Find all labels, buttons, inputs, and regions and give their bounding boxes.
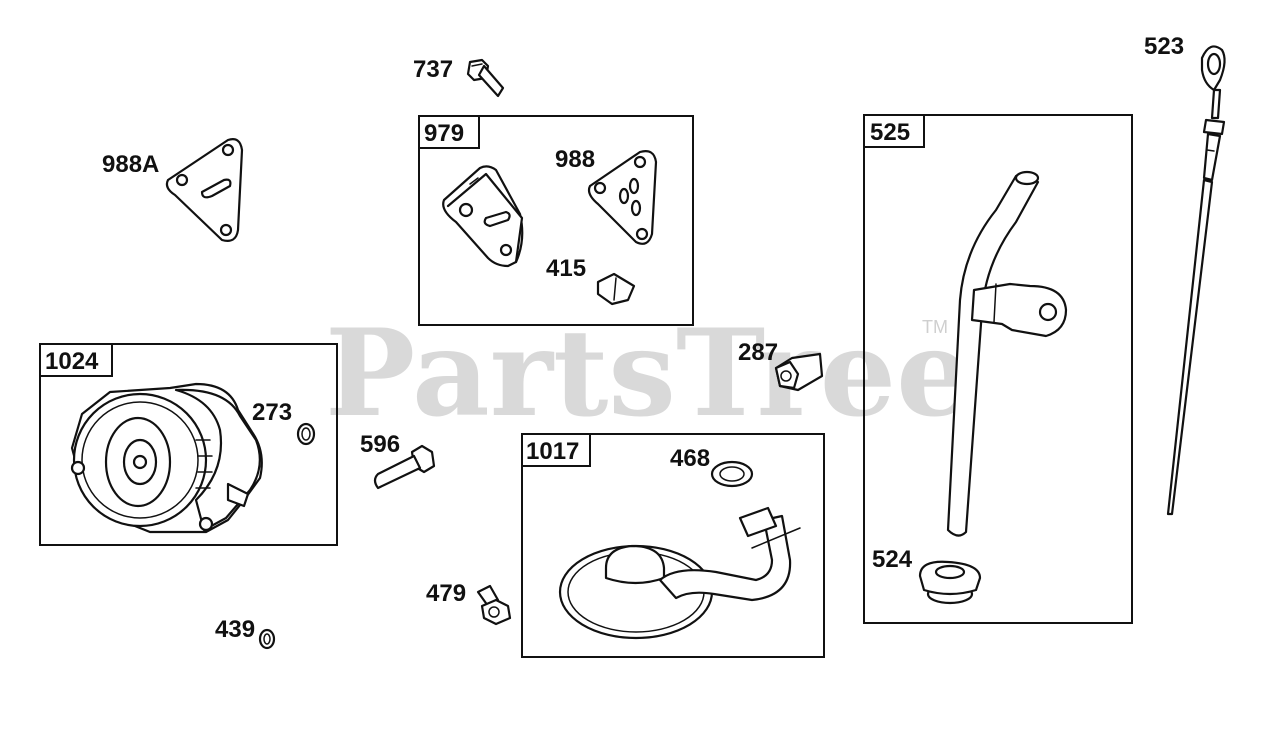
part-988-gasket[interactable] — [587, 150, 658, 245]
label-979: 979 — [424, 120, 464, 147]
part-988a-gasket[interactable] — [165, 138, 244, 242]
watermark-trademark: TM — [922, 317, 948, 337]
label-988a: 988A — [102, 151, 159, 178]
label-525: 525 — [870, 119, 910, 146]
box-979-tag — [418, 115, 480, 149]
box-1017 — [521, 433, 825, 658]
part-468-gasket[interactable] — [710, 460, 754, 488]
box-525-tag — [863, 114, 925, 148]
box-525 — [863, 114, 1133, 624]
label-1024: 1024 — [45, 348, 99, 375]
label-415: 415 — [546, 255, 586, 282]
box-979 — [418, 115, 694, 326]
part-287-nut[interactable] — [774, 352, 824, 392]
label-523: 523 — [1144, 33, 1184, 60]
box-1017-tag — [521, 433, 591, 467]
part-439-o-ring[interactable] — [258, 628, 276, 650]
label-273: 273 — [252, 399, 292, 426]
label-479: 479 — [426, 580, 466, 607]
label-287: 287 — [738, 339, 778, 366]
part-524-grommet[interactable] — [918, 560, 982, 605]
label-596: 596 — [360, 431, 400, 458]
part-1017-oil-pickup[interactable] — [558, 506, 801, 640]
part-525-dipstick-tube[interactable] — [946, 170, 1068, 537]
part-596-bolt[interactable] — [373, 444, 436, 490]
box-1024-tag — [39, 343, 113, 377]
part-737-bolt[interactable] — [466, 58, 505, 98]
part-523-dipstick[interactable] — [1166, 45, 1226, 516]
part-273-o-ring[interactable] — [296, 422, 316, 446]
part-479-bolt[interactable] — [476, 584, 512, 626]
part-979-adapter[interactable] — [442, 165, 524, 268]
label-1017: 1017 — [526, 438, 579, 465]
label-468: 468 — [670, 445, 710, 472]
part-1024-oil-pump[interactable] — [70, 382, 263, 534]
label-524: 524 — [872, 546, 913, 573]
label-439: 439 — [215, 616, 255, 643]
label-737: 737 — [413, 56, 453, 83]
part-415-plug[interactable] — [596, 272, 636, 306]
box-1024 — [39, 343, 338, 546]
label-988: 988 — [555, 146, 595, 173]
